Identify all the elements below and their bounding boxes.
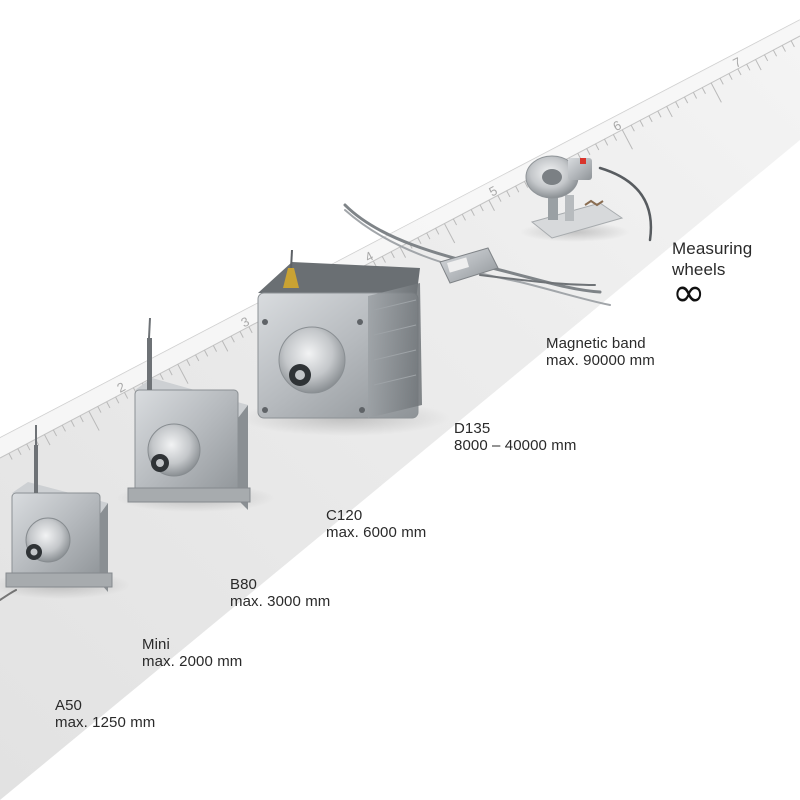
minor-tick <box>461 213 466 221</box>
minor-tick <box>399 246 407 258</box>
minor-tick <box>17 448 22 456</box>
minor-tick <box>719 77 724 85</box>
product-name: Mini <box>142 636 170 653</box>
minor-tick <box>168 368 173 376</box>
minor-tick <box>630 124 635 132</box>
minor-tick <box>488 199 495 211</box>
minor-tick <box>612 134 618 141</box>
minor-tick <box>26 443 31 451</box>
minor-tick <box>790 40 795 48</box>
minor-tick <box>97 406 102 413</box>
minor-tick <box>737 68 742 76</box>
minor-tick <box>639 120 644 127</box>
product-name: C120 <box>326 507 363 524</box>
product-name: B80 <box>230 576 257 593</box>
minor-tick <box>204 349 209 357</box>
infinity-symbol: ∞ <box>672 270 706 316</box>
minor-tick <box>684 96 689 104</box>
minor-tick <box>479 204 484 212</box>
minor-tick <box>470 209 475 216</box>
minor-tick <box>239 331 244 338</box>
major-tick <box>621 129 633 150</box>
major-tick <box>88 410 100 431</box>
minor-tick <box>390 251 395 259</box>
minor-tick <box>648 115 653 123</box>
a50-device <box>0 425 130 599</box>
label-magnetic-band: Magnetic band max. 90000 mm <box>546 335 655 369</box>
minor-tick <box>524 181 529 188</box>
minor-tick <box>44 434 51 446</box>
minor-tick <box>52 429 58 437</box>
minor-tick <box>657 110 662 118</box>
measuring-wheel-device <box>520 155 630 242</box>
minor-tick <box>728 73 733 80</box>
minor-tick <box>61 424 66 432</box>
product-range: max. 2000 mm <box>142 653 243 670</box>
minor-tick <box>452 218 458 226</box>
minor-tick <box>212 345 218 352</box>
product-name: Measuring wheels <box>672 239 753 279</box>
product-name: A50 <box>55 697 82 714</box>
major-tick <box>444 223 456 244</box>
minor-tick <box>595 143 600 151</box>
magnetic-band-sensor <box>439 247 499 284</box>
product-range: max. 6000 mm <box>326 524 427 541</box>
minor-tick <box>159 373 164 381</box>
minor-tick <box>586 148 591 155</box>
minor-tick <box>79 415 84 423</box>
minor-tick <box>230 335 235 343</box>
minor-tick <box>435 228 440 235</box>
label-b80: B80 max. 3000 mm <box>230 576 330 610</box>
label-measuring-wheels: Measuring wheels ∞ <box>672 238 782 316</box>
label-d135: D135 8000 – 40000 mm <box>454 420 576 454</box>
minor-tick <box>675 101 680 109</box>
product-name: D135 <box>454 420 491 437</box>
label-a50: A50 max. 1250 mm <box>55 697 155 731</box>
minor-tick <box>417 237 422 245</box>
minor-tick <box>781 45 786 52</box>
minor-tick <box>221 340 229 352</box>
label-c120: C120 max. 6000 mm <box>326 507 426 541</box>
minor-tick <box>186 359 191 366</box>
product-name: Magnetic band <box>546 335 646 352</box>
minor-tick <box>248 326 253 334</box>
minor-tick <box>124 392 129 399</box>
minor-tick <box>604 138 609 146</box>
minor-tick <box>426 232 431 240</box>
minor-tick <box>115 396 120 404</box>
major-tick <box>177 363 189 384</box>
product-range: max. 3000 mm <box>230 593 331 610</box>
minor-tick <box>381 256 386 263</box>
minor-tick <box>106 401 111 409</box>
major-tick <box>710 82 722 103</box>
minor-tick <box>701 87 706 95</box>
minor-tick <box>515 185 520 193</box>
minor-tick <box>70 420 75 427</box>
minor-tick <box>746 63 751 71</box>
minor-tick <box>692 92 698 99</box>
minor-tick <box>772 49 778 57</box>
minor-tick <box>755 59 762 71</box>
minor-tick <box>506 190 511 198</box>
minor-tick <box>666 106 673 118</box>
minor-tick <box>764 54 769 62</box>
product-range: max. 1250 mm <box>55 714 156 731</box>
product-range: 8000 – 40000 mm <box>454 437 577 454</box>
b80-device <box>115 317 275 512</box>
product-range: max. 90000 mm <box>546 352 655 369</box>
minor-tick <box>8 453 13 460</box>
d135-device <box>240 249 450 436</box>
minor-tick <box>195 354 200 362</box>
label-mini: Mini max. 2000 mm <box>142 636 242 670</box>
minor-tick <box>497 195 502 202</box>
